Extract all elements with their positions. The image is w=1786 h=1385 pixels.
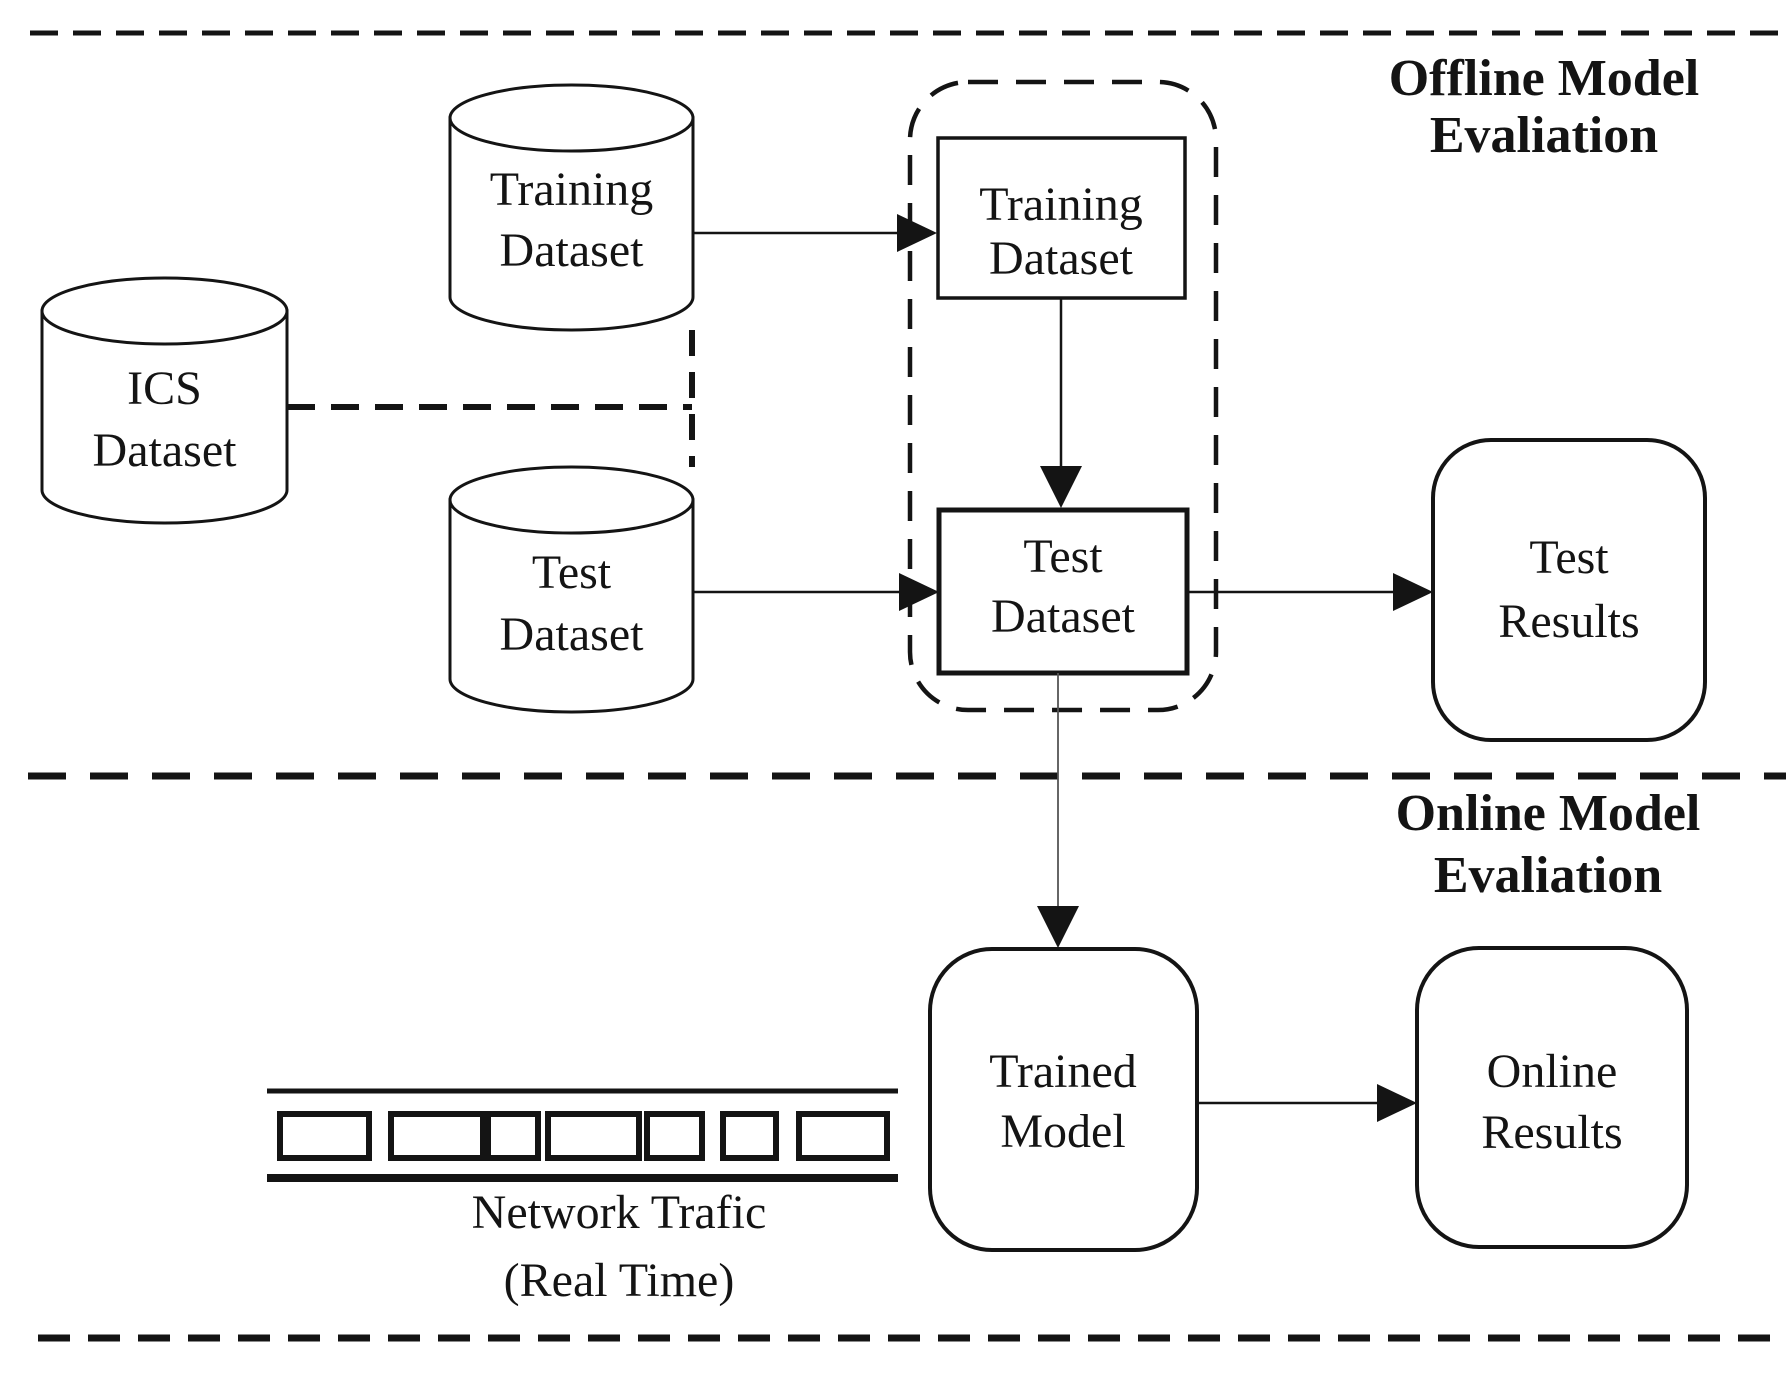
test-results-label-line1: Test xyxy=(1529,531,1609,584)
test-box-rect xyxy=(936,507,1190,676)
test-dataset-cylinder: Test Dataset xyxy=(448,465,695,714)
offline-section-title: Offline Model Evaliation xyxy=(1389,50,1700,164)
training-box-rect xyxy=(936,136,1187,300)
arrow-test-cylinder-to-test-box xyxy=(693,573,939,611)
online-results-node: Online Results xyxy=(1415,946,1689,1249)
network-traffic-label-line1: Network Trafic xyxy=(472,1186,767,1239)
arrow-training-box-to-test-box xyxy=(1040,298,1082,508)
film-frame xyxy=(277,1111,372,1161)
online-results-label-line1: Online xyxy=(1487,1045,1618,1098)
arrowhead-down-icon xyxy=(1040,466,1082,508)
ics-cylinder-top xyxy=(40,276,289,346)
training-cylinder-top xyxy=(448,83,695,153)
trained-model-label-line1: Trained xyxy=(989,1045,1137,1098)
network-traffic-label-line2: (Real Time) xyxy=(504,1254,735,1307)
training-cylinder-label-line2: Dataset xyxy=(500,224,645,277)
test-results-label-line2: Results xyxy=(1498,595,1639,648)
arrow-training-cylinder-to-training-box xyxy=(693,214,937,252)
test-dataset-box: Test Dataset xyxy=(936,507,1190,676)
training-cylinder-label-line1: Training xyxy=(490,163,654,216)
arrowhead-down-icon xyxy=(1037,906,1079,948)
trained-model-rect xyxy=(928,947,1199,1252)
trained-model-label-line2: Model xyxy=(1000,1105,1125,1158)
online-section-title: Online Model Evaliation xyxy=(1396,785,1701,904)
offline-title-line2: Evaliation xyxy=(1430,107,1658,164)
ics-label-line2: Dataset xyxy=(93,424,238,477)
test-results-rect xyxy=(1431,438,1707,742)
arrowhead-right-icon xyxy=(897,214,937,252)
ics-dataset-cylinder: ICS Dataset xyxy=(40,276,289,525)
training-cylinder-body xyxy=(448,116,695,332)
film-frame xyxy=(388,1111,486,1161)
arrow-test-box-to-trained-model xyxy=(1037,673,1079,948)
film-frame xyxy=(720,1111,779,1161)
arrowhead-right-icon xyxy=(899,573,939,611)
arrow-test-box-to-test-results xyxy=(1187,573,1433,611)
online-title-line2: Evaliation xyxy=(1434,847,1662,904)
film-frame xyxy=(545,1111,642,1161)
film-frame xyxy=(644,1111,705,1161)
online-results-label-line2: Results xyxy=(1481,1106,1622,1159)
training-dataset-box: Training Dataset xyxy=(936,136,1187,300)
training-box-label-line2: Dataset xyxy=(989,232,1134,285)
test-cylinder-label-line1: Test xyxy=(532,546,612,599)
arrowhead-right-icon xyxy=(1377,1084,1417,1122)
arrow-trained-model-to-online-results xyxy=(1197,1084,1417,1122)
film-frame xyxy=(485,1111,541,1161)
online-title-line1: Online Model xyxy=(1396,785,1701,842)
ics-label-line1: ICS xyxy=(127,362,202,415)
test-box-label-line2: Dataset xyxy=(991,590,1136,643)
network-traffic-film-strip: Network Trafic (Real Time) xyxy=(267,1088,898,1307)
offline-title-line1: Offline Model xyxy=(1389,50,1700,107)
test-results-node: Test Results xyxy=(1431,438,1707,742)
online-results-rect xyxy=(1415,946,1689,1249)
film-frame xyxy=(796,1111,890,1161)
trained-model-node: Trained Model xyxy=(928,947,1199,1252)
training-box-label-line1: Training xyxy=(979,178,1143,231)
training-dataset-cylinder: Training Dataset xyxy=(448,83,695,332)
arrowhead-right-icon xyxy=(1393,573,1433,611)
train-test-split-dashed-container xyxy=(907,79,1219,713)
test-cylinder-top xyxy=(448,465,695,535)
ics-cylinder-body xyxy=(40,309,289,525)
test-cylinder-label-line2: Dataset xyxy=(500,608,645,661)
test-cylinder-body xyxy=(448,498,695,714)
test-box-label-line1: Test xyxy=(1023,530,1103,583)
